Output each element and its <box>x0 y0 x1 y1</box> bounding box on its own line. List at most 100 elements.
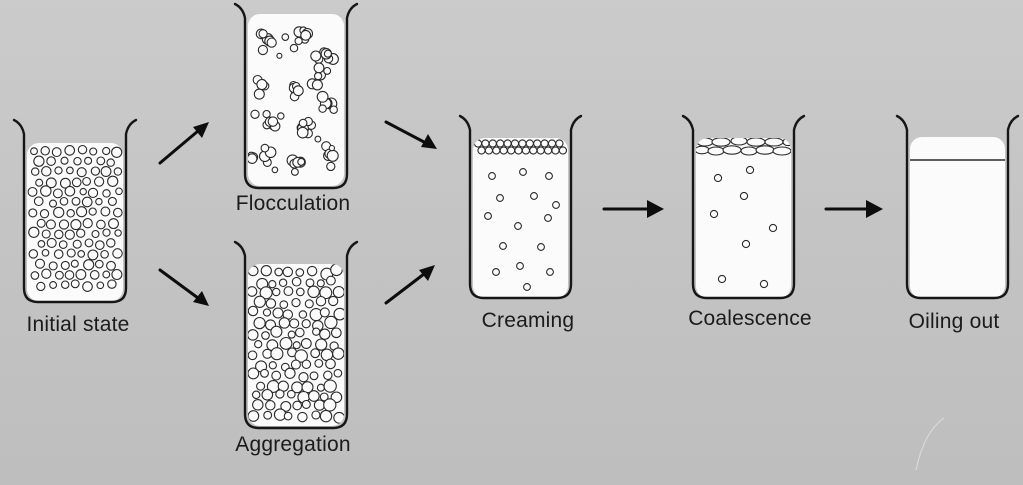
cream-droplet <box>488 139 497 148</box>
droplet <box>60 280 70 289</box>
droplet <box>91 229 100 239</box>
droplet <box>41 166 52 177</box>
floc-droplet <box>292 85 304 97</box>
droplets-initial <box>27 144 123 292</box>
droplet <box>325 358 336 370</box>
coalesced-drop <box>755 145 775 155</box>
droplet <box>41 248 50 257</box>
dispersed-droplet <box>768 223 778 233</box>
droplet <box>75 269 87 280</box>
floc-droplet <box>277 112 285 120</box>
droplet <box>324 315 338 330</box>
droplet <box>301 359 312 370</box>
floc-droplet <box>328 144 336 152</box>
droplet <box>275 389 285 399</box>
coalesced-drop <box>764 138 784 147</box>
droplet <box>332 347 344 360</box>
droplet <box>305 278 315 288</box>
floc-droplet <box>318 104 327 113</box>
beaker-aggregation <box>233 240 359 430</box>
droplet <box>76 228 86 238</box>
cream-droplet <box>529 146 538 155</box>
droplet <box>271 287 281 297</box>
floc-droplet <box>266 37 277 48</box>
droplet <box>294 327 305 338</box>
cream-droplet <box>492 146 501 155</box>
floc-droplet <box>298 118 308 128</box>
droplet <box>94 240 105 250</box>
droplet <box>48 199 58 208</box>
beaker-oiling-out <box>895 114 1020 300</box>
droplet <box>37 240 46 248</box>
droplet <box>328 295 339 307</box>
droplet <box>253 316 266 330</box>
droplet <box>291 297 301 308</box>
droplet <box>112 248 123 259</box>
droplet <box>260 368 269 378</box>
label-aggregation: Aggregation <box>235 433 350 456</box>
droplet <box>283 286 294 297</box>
droplet <box>106 260 116 271</box>
droplet <box>49 281 58 289</box>
droplet <box>100 249 109 259</box>
droplet <box>295 268 305 277</box>
droplet <box>301 319 311 329</box>
droplet <box>87 187 99 199</box>
droplet <box>316 383 325 392</box>
droplet <box>95 197 103 206</box>
droplet <box>58 240 68 249</box>
floc-droplet <box>262 109 271 119</box>
droplet <box>333 411 344 424</box>
droplet <box>66 209 75 218</box>
droplet <box>278 317 291 329</box>
droplet <box>294 349 308 363</box>
cream-droplet <box>555 139 564 148</box>
floc-droplet <box>294 36 303 46</box>
droplet <box>84 156 93 165</box>
cream-droplet <box>477 146 486 155</box>
droplet <box>71 196 81 206</box>
droplet <box>111 268 123 281</box>
coalesced-drop <box>740 146 758 156</box>
cream-droplet <box>540 139 549 148</box>
droplet <box>310 348 321 359</box>
droplet <box>260 265 272 277</box>
floc-droplet <box>276 52 283 59</box>
droplet <box>323 370 333 381</box>
droplet <box>284 367 296 379</box>
coalesced-drop <box>746 138 766 147</box>
droplet <box>40 146 50 156</box>
floc-droplet <box>316 90 329 103</box>
droplet <box>248 329 259 341</box>
droplet <box>265 298 277 309</box>
beaker-coalescence <box>681 114 806 300</box>
floc-droplet <box>289 43 299 53</box>
droplet <box>102 270 111 279</box>
cream-droplet <box>533 139 542 148</box>
droplet <box>330 327 342 339</box>
droplet <box>270 325 283 338</box>
dispersed-droplet <box>759 279 769 289</box>
droplet <box>41 268 52 279</box>
droplet <box>315 295 327 307</box>
droplet <box>108 218 119 230</box>
coalesced-drop <box>722 145 742 155</box>
droplet <box>113 167 123 176</box>
droplet <box>39 209 50 219</box>
cream-droplet <box>473 139 483 148</box>
droplet <box>64 229 75 240</box>
liquid-coalescence <box>696 138 791 298</box>
dispersed-droplet <box>544 214 552 222</box>
droplet <box>48 261 58 271</box>
dispersed-droplet <box>488 172 496 180</box>
droplet <box>82 281 93 292</box>
floc-droplet <box>297 157 306 166</box>
droplet <box>268 280 277 289</box>
arrow-initial-to-aggregation <box>158 268 209 306</box>
droplet <box>76 167 87 178</box>
droplet <box>30 167 40 176</box>
arrow-creaming-to-coalescence <box>602 200 664 218</box>
droplet <box>106 158 115 167</box>
beaker-flocculation <box>233 2 359 190</box>
